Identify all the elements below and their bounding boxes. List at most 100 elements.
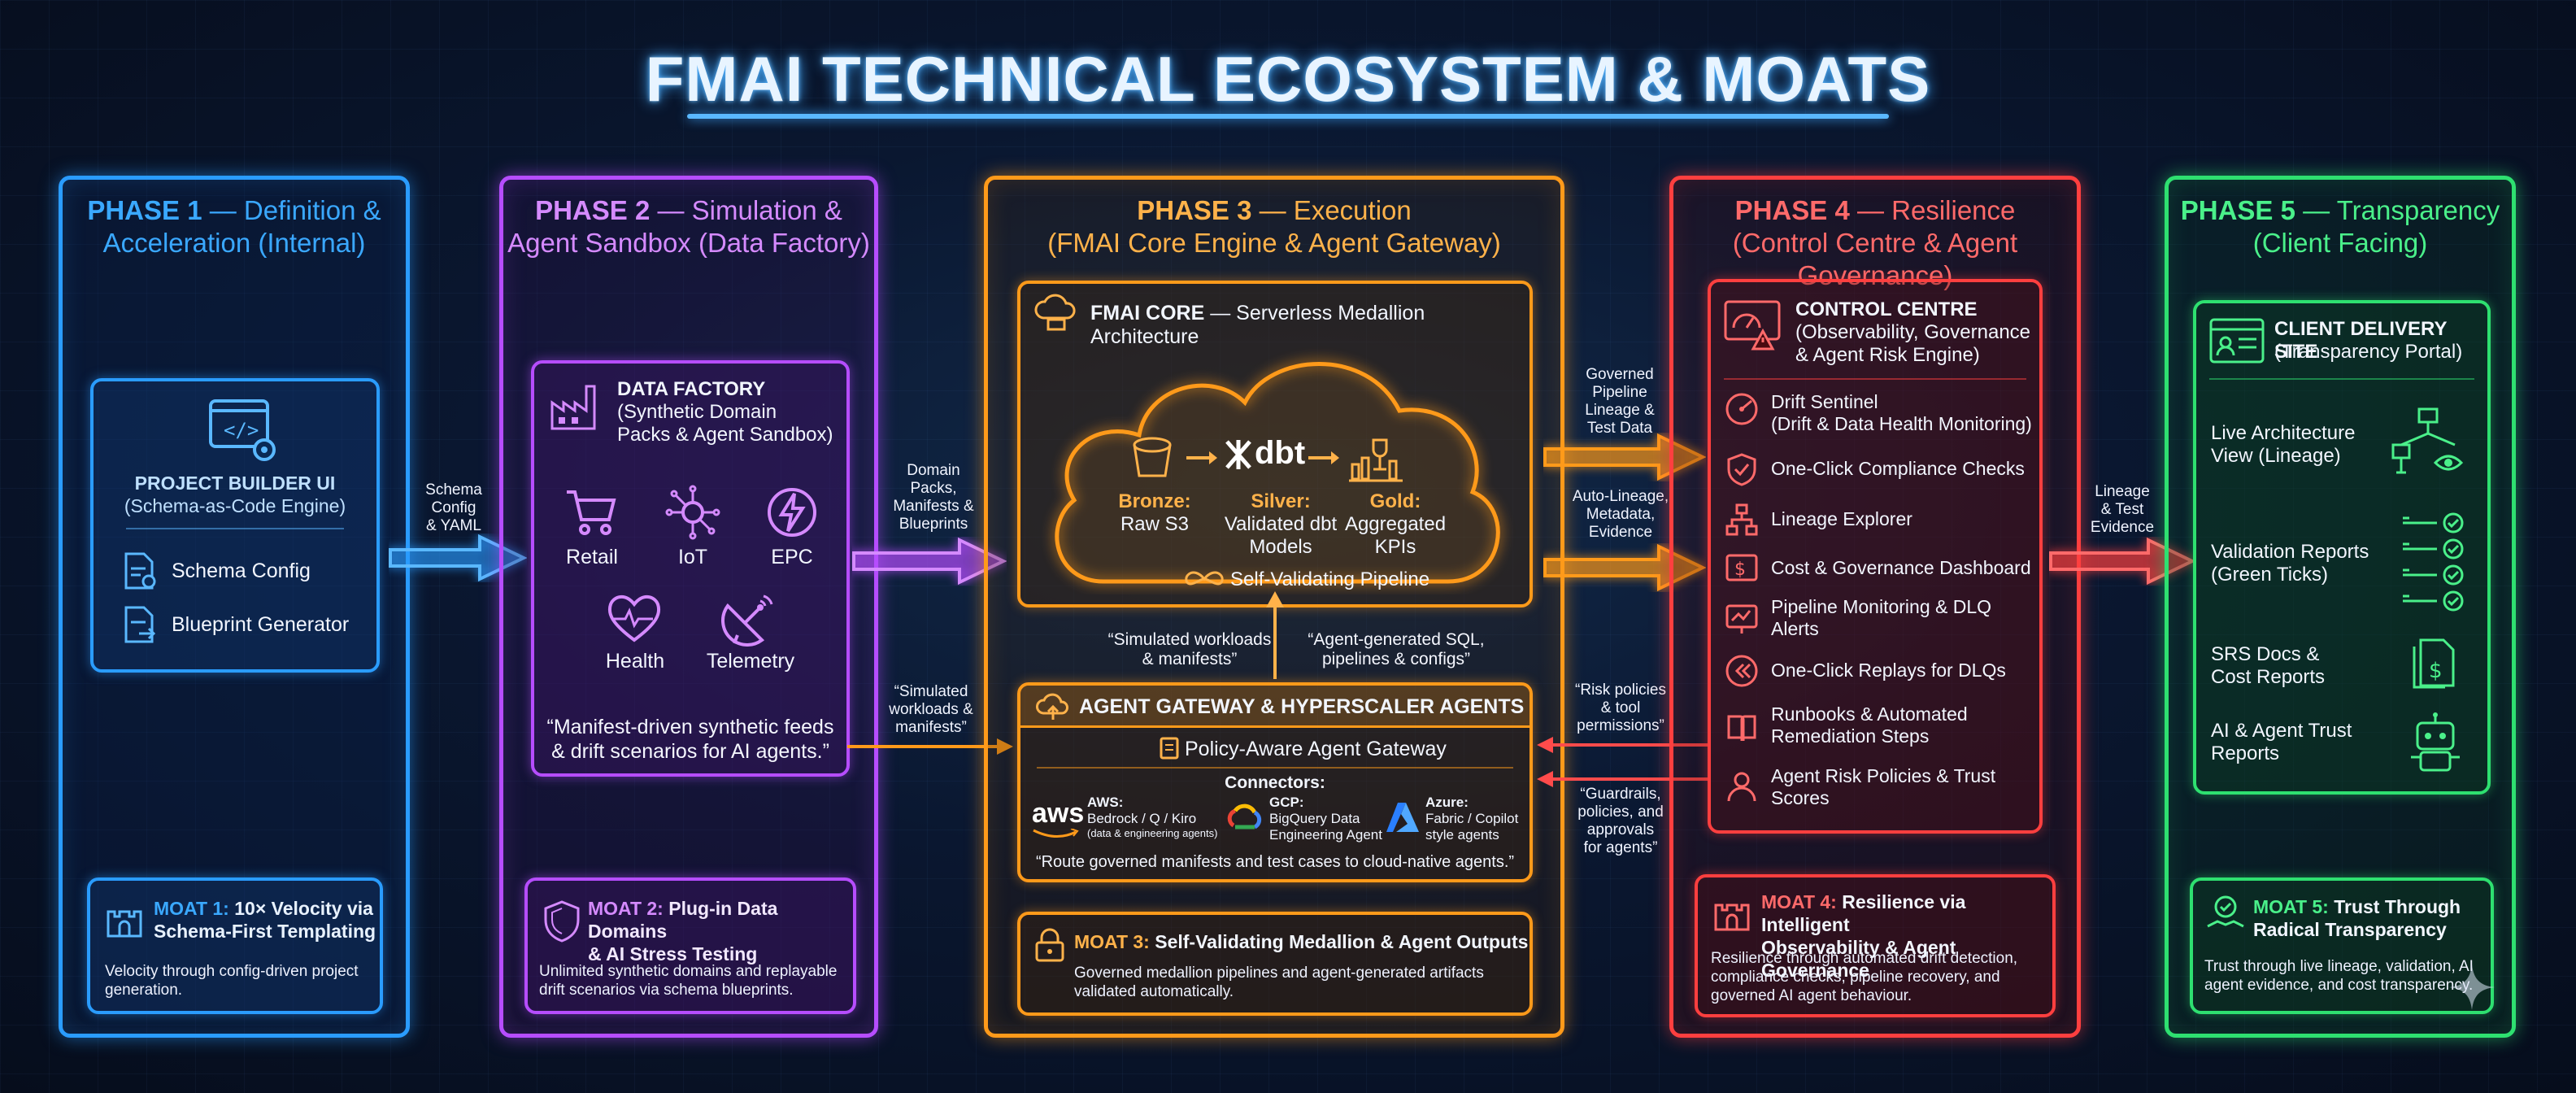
checklist-icon [2403, 512, 2464, 612]
phase-5-title: PHASE 5 — Transparency(Client Facing) [2180, 195, 2500, 258]
aws-desc-2: (data & engineering agents) [1087, 827, 1218, 839]
cc-item-cost-governance: Cost & Governance Dashboard [1771, 557, 2031, 578]
document-arrow-icon [124, 606, 156, 643]
control-centre-subtitle: (Observability, Governance& Agent Risk E… [1795, 321, 2031, 366]
arrow-p3-p4-mid-label: Auto-Lineage,Metadata,Evidence [1572, 488, 1669, 541]
title-underline [687, 114, 1889, 119]
svg-text:$: $ [1734, 560, 1746, 580]
shield-icon [544, 900, 580, 943]
fmai-core-card: FMAI CORE — Serverless Medallion Archite… [1017, 281, 1533, 607]
trophy-chart-icon [1349, 438, 1403, 482]
moat-3-title: MOAT 3: Self-Validating Medallion & Agen… [1074, 931, 1529, 952]
gold-label: Gold: [1369, 490, 1421, 512]
lineage-tree-icon [1725, 503, 1758, 536]
project-builder-title: PROJECT BUILDER UI [134, 472, 336, 494]
phase-4-title: PHASE 4 — Resilience(Control Centre & Ag… [1732, 195, 2018, 290]
control-centre-title: CONTROL CENTRE [1795, 298, 1978, 320]
gcp-name: GCP: [1269, 795, 1304, 810]
document-gear-icon [124, 552, 156, 590]
client-delivery-card: CLIENT DELIVERY SITE (Transparency Porta… [2193, 300, 2491, 795]
aws-desc: Bedrock / Q / Kiro [1087, 811, 1197, 826]
domain-retail: Retail [566, 546, 618, 568]
cc-item-compliance: One-Click Compliance Checks [1771, 458, 2025, 479]
monitor-alert-icon [1725, 604, 1758, 634]
moat-2-title: MOAT 2: Plug-in Data Domains& AI Stress … [588, 898, 778, 965]
moat-2-card: MOAT 2: Plug-in Data Domains& AI Stress … [524, 877, 856, 1014]
moat-3-description: Governed medallion pipelines and agent-g… [1074, 965, 1484, 1000]
infinity-loop-icon [1185, 571, 1224, 586]
agent-risk-icon [1727, 772, 1756, 802]
phase-4-panel: PHASE 4 — Resilience(Control Centre & Ag… [1669, 176, 2081, 1038]
dbt-logo-icon [1225, 440, 1251, 469]
cost-dashboard-icon: $ [1725, 554, 1758, 581]
schema-config-label: Schema Config [172, 560, 311, 582]
arrow-p4-to-p5 [2049, 537, 2195, 586]
policy-gateway-label: Policy-Aware Agent Gateway [1185, 738, 1447, 760]
health-heart-icon [607, 595, 661, 642]
flow-arrow [1308, 451, 1339, 464]
flow-arrow [1186, 451, 1217, 464]
lineage-eye-icon [2391, 407, 2464, 474]
phase-5-panel: PHASE 5 — Transparency(Client Facing) CL… [2165, 176, 2516, 1038]
cloud-gateway-icon [1036, 693, 1068, 720]
phase-1-panel: PHASE 1 — Definition &Acceleration (Inte… [59, 176, 410, 1038]
phase-3-title: PHASE 3 — Execution(FMAI Core Engine & A… [1047, 195, 1501, 258]
moat-3-card: MOAT 3: Self-Validating Medallion & Agen… [1017, 912, 1533, 1016]
replay-icon [1725, 655, 1758, 687]
cc-item-drift-sentinel: Drift Sentinel(Drift & Data Health Monit… [1771, 391, 2032, 434]
moat-2-description: Unlimited synthetic domains and replayab… [539, 963, 838, 999]
fmai-core-title: FMAI CORE — Serverless Medallion Archite… [1090, 302, 1425, 348]
project-builder-subtitle: (Schema-as-Code Engine) [124, 495, 346, 516]
core-flow-right-label: “Agent-generated SQL,pipelines & configs… [1308, 630, 1485, 668]
svg-text:$: $ [2429, 659, 2443, 683]
data-factory-title: DATA FACTORY [617, 378, 766, 400]
core-flow-left-label: “Simulated workloads& manifests” [1107, 630, 1272, 668]
phase-1-title: PHASE 1 — Definition &Acceleration (Inte… [87, 195, 381, 258]
divider [1037, 767, 1513, 769]
arrow-p3-to-p4-top [1543, 433, 1706, 481]
arrow-p2-to-p3-top [852, 537, 1007, 586]
factory-icon [550, 385, 596, 430]
self-validating-pipeline-label: Self-Validating Pipeline [1230, 568, 1430, 590]
divider [1724, 378, 2026, 380]
domain-health: Health [605, 650, 665, 673]
data-factory-quote: “Manifest-driven synthetic feeds& drift … [546, 716, 834, 763]
padlock-icon [1035, 928, 1064, 962]
robot-icon [2411, 712, 2460, 772]
dashboard-warning-icon [1724, 300, 1781, 351]
energy-bolt-icon [768, 488, 816, 537]
bronze-value: Raw S3 [1120, 513, 1190, 535]
phase-3-panel: PHASE 3 — Execution(FMAI Core Engine & A… [984, 176, 1564, 1038]
aws-name: AWS: [1087, 795, 1124, 810]
arrow-p4-to-p3-b [1537, 771, 1711, 787]
moat-4-description: Resilience through automated drift detec… [1711, 950, 2018, 1004]
divider [126, 528, 344, 529]
trust-handshake-icon [2207, 895, 2244, 928]
cc-item-replays: One-Click Replays for DLQs [1771, 660, 2006, 681]
bronze-label: Bronze: [1118, 490, 1191, 512]
bucket-icon [1133, 437, 1172, 477]
azure-logo-icon [1386, 803, 1419, 832]
shopping-cart-icon [567, 490, 616, 535]
iot-network-icon [665, 485, 720, 540]
compliance-shield-icon [1727, 453, 1756, 486]
arrow-p3-to-p4-mid [1543, 543, 1706, 592]
cc-item-lineage-explorer: Lineage Explorer [1771, 508, 1912, 529]
cloud-outline [1055, 362, 1500, 584]
page-title: FMAI TECHNICAL ECOSYSTEM & MOATS [645, 43, 1931, 115]
moat-5-description: Trust through live lineage, validation, … [2204, 958, 2474, 994]
silver-label: Silver: [1251, 490, 1311, 512]
